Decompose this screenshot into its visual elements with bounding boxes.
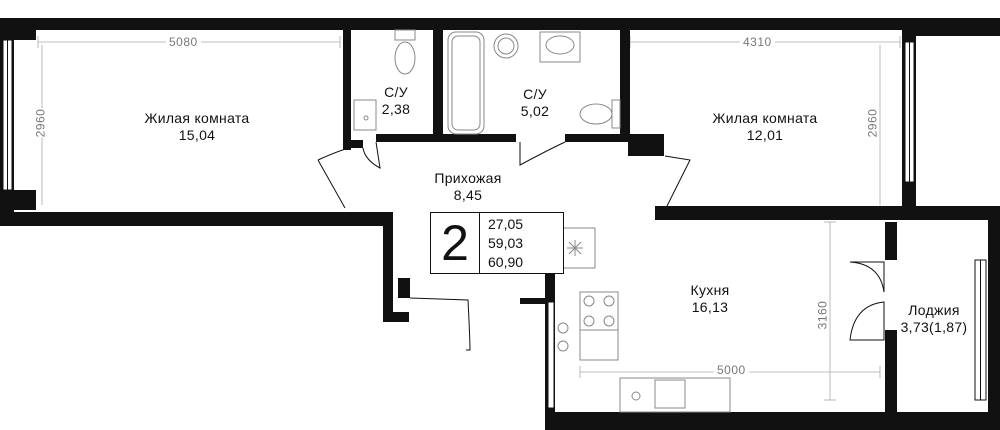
dim-room2-width: 4310 bbox=[740, 35, 775, 49]
kitchen-sink bbox=[654, 379, 686, 409]
room-area: 3,73(1,87) bbox=[900, 319, 968, 335]
wall-partition-1 bbox=[343, 30, 351, 150]
dim-room1-depth: 2960 bbox=[33, 108, 48, 138]
living-area: 27,05 bbox=[488, 215, 524, 232]
rooms-count: 2 bbox=[431, 213, 480, 273]
room-label-loggia: Лоджия 3,73(1,87) bbox=[884, 302, 984, 336]
room-area: 2,38 bbox=[381, 101, 411, 117]
room-name: Прихожая bbox=[434, 170, 502, 186]
wall-partition-3 bbox=[620, 30, 630, 140]
room-label-living-2: Жилая комната 12,01 bbox=[690, 110, 840, 144]
wall-partition-2 bbox=[433, 30, 443, 140]
door-room2 bbox=[664, 155, 691, 211]
total-area: 59,03 bbox=[488, 234, 524, 251]
wall-loggia-right bbox=[988, 206, 1000, 430]
dim-kitchen-depth: 3160 bbox=[815, 300, 830, 330]
area-badge: 2 27,05 59,03 60,90 bbox=[430, 212, 564, 274]
bathtub bbox=[447, 31, 485, 135]
wall-bottom-left bbox=[0, 212, 390, 226]
room-name: Жилая комната bbox=[712, 110, 818, 126]
window-kitchen bbox=[547, 301, 555, 409]
doors bbox=[317, 141, 885, 351]
door-bath2 bbox=[519, 141, 566, 166]
room-label-hallway: Прихожая 8,45 bbox=[418, 170, 518, 204]
toilet-1-bowl bbox=[394, 41, 416, 75]
room-label-living-1: Жилая комната 15,04 bbox=[122, 110, 272, 144]
room-area: 15,04 bbox=[178, 127, 216, 143]
wall-top-left bbox=[0, 18, 435, 30]
sink-1 bbox=[353, 99, 377, 131]
full-area: 60,90 bbox=[488, 253, 524, 270]
room-label-bath-1: С/У 2,38 bbox=[366, 84, 426, 118]
room-area: 8,45 bbox=[453, 187, 483, 203]
door-entrance bbox=[409, 297, 471, 351]
room-name: Жилая комната bbox=[144, 110, 250, 126]
dim-room2-depth: 2960 bbox=[865, 108, 880, 138]
toilet-2-bowl bbox=[579, 103, 613, 125]
fixtures bbox=[353, 29, 731, 413]
wall-top-right bbox=[435, 18, 915, 30]
room-area: 12,01 bbox=[746, 127, 784, 143]
room-name: С/У bbox=[384, 84, 408, 100]
room-name: Кухня bbox=[690, 282, 730, 298]
door-room1 bbox=[317, 147, 351, 209]
toilet-2-tank bbox=[611, 99, 621, 129]
dim-room1-width: 5080 bbox=[166, 35, 201, 49]
room-name: Лоджия bbox=[908, 302, 960, 318]
door-bath1 bbox=[362, 141, 381, 169]
wall-stair bbox=[383, 212, 393, 322]
room-area: 5,02 bbox=[520, 103, 550, 119]
door-loggia-1 bbox=[849, 261, 885, 293]
room-name: С/У bbox=[523, 86, 547, 102]
door-loggia-2 bbox=[849, 301, 885, 341]
toilet-1-tank bbox=[394, 29, 416, 41]
sink-2 bbox=[539, 31, 581, 63]
windows bbox=[2, 39, 987, 409]
room-label-bath-2: С/У 5,02 bbox=[505, 86, 565, 120]
dim-kitchen-width: 5000 bbox=[714, 363, 749, 377]
counter-bottom bbox=[619, 377, 731, 413]
room-area: 16,13 bbox=[691, 299, 729, 315]
room-label-kitchen: Кухня 16,13 bbox=[670, 282, 750, 316]
wall-bottom bbox=[545, 412, 1000, 430]
area-values: 27,05 59,03 60,90 bbox=[480, 213, 563, 273]
